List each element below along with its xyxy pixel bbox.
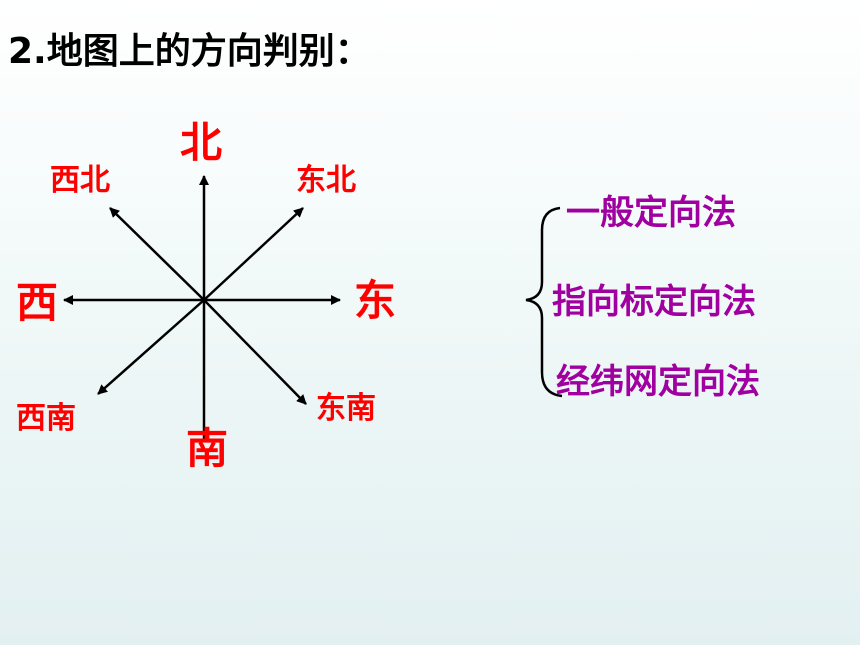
label-northwest: 西北 — [50, 163, 110, 198]
method-general: 一般定向法 — [566, 193, 736, 233]
label-north: 北 — [180, 118, 223, 167]
label-southeast: 东南 — [316, 391, 376, 426]
southwest-arrow — [97, 299, 205, 395]
method-graticule: 经纬网定向法 — [556, 362, 760, 402]
slide-title: 2.地图上的方向判别： — [8, 31, 371, 72]
label-east: 东 — [354, 276, 397, 325]
label-southwest: 西南 — [16, 401, 76, 436]
label-northeast: 东北 — [296, 163, 356, 198]
label-south: 南 — [186, 424, 229, 473]
northwest-arrow — [109, 207, 205, 301]
northeast-arrow — [203, 207, 304, 301]
southeast-arrow — [203, 299, 307, 405]
method-north-arrow: 指向标定向法 — [552, 282, 756, 322]
label-west: 西 — [16, 278, 59, 327]
